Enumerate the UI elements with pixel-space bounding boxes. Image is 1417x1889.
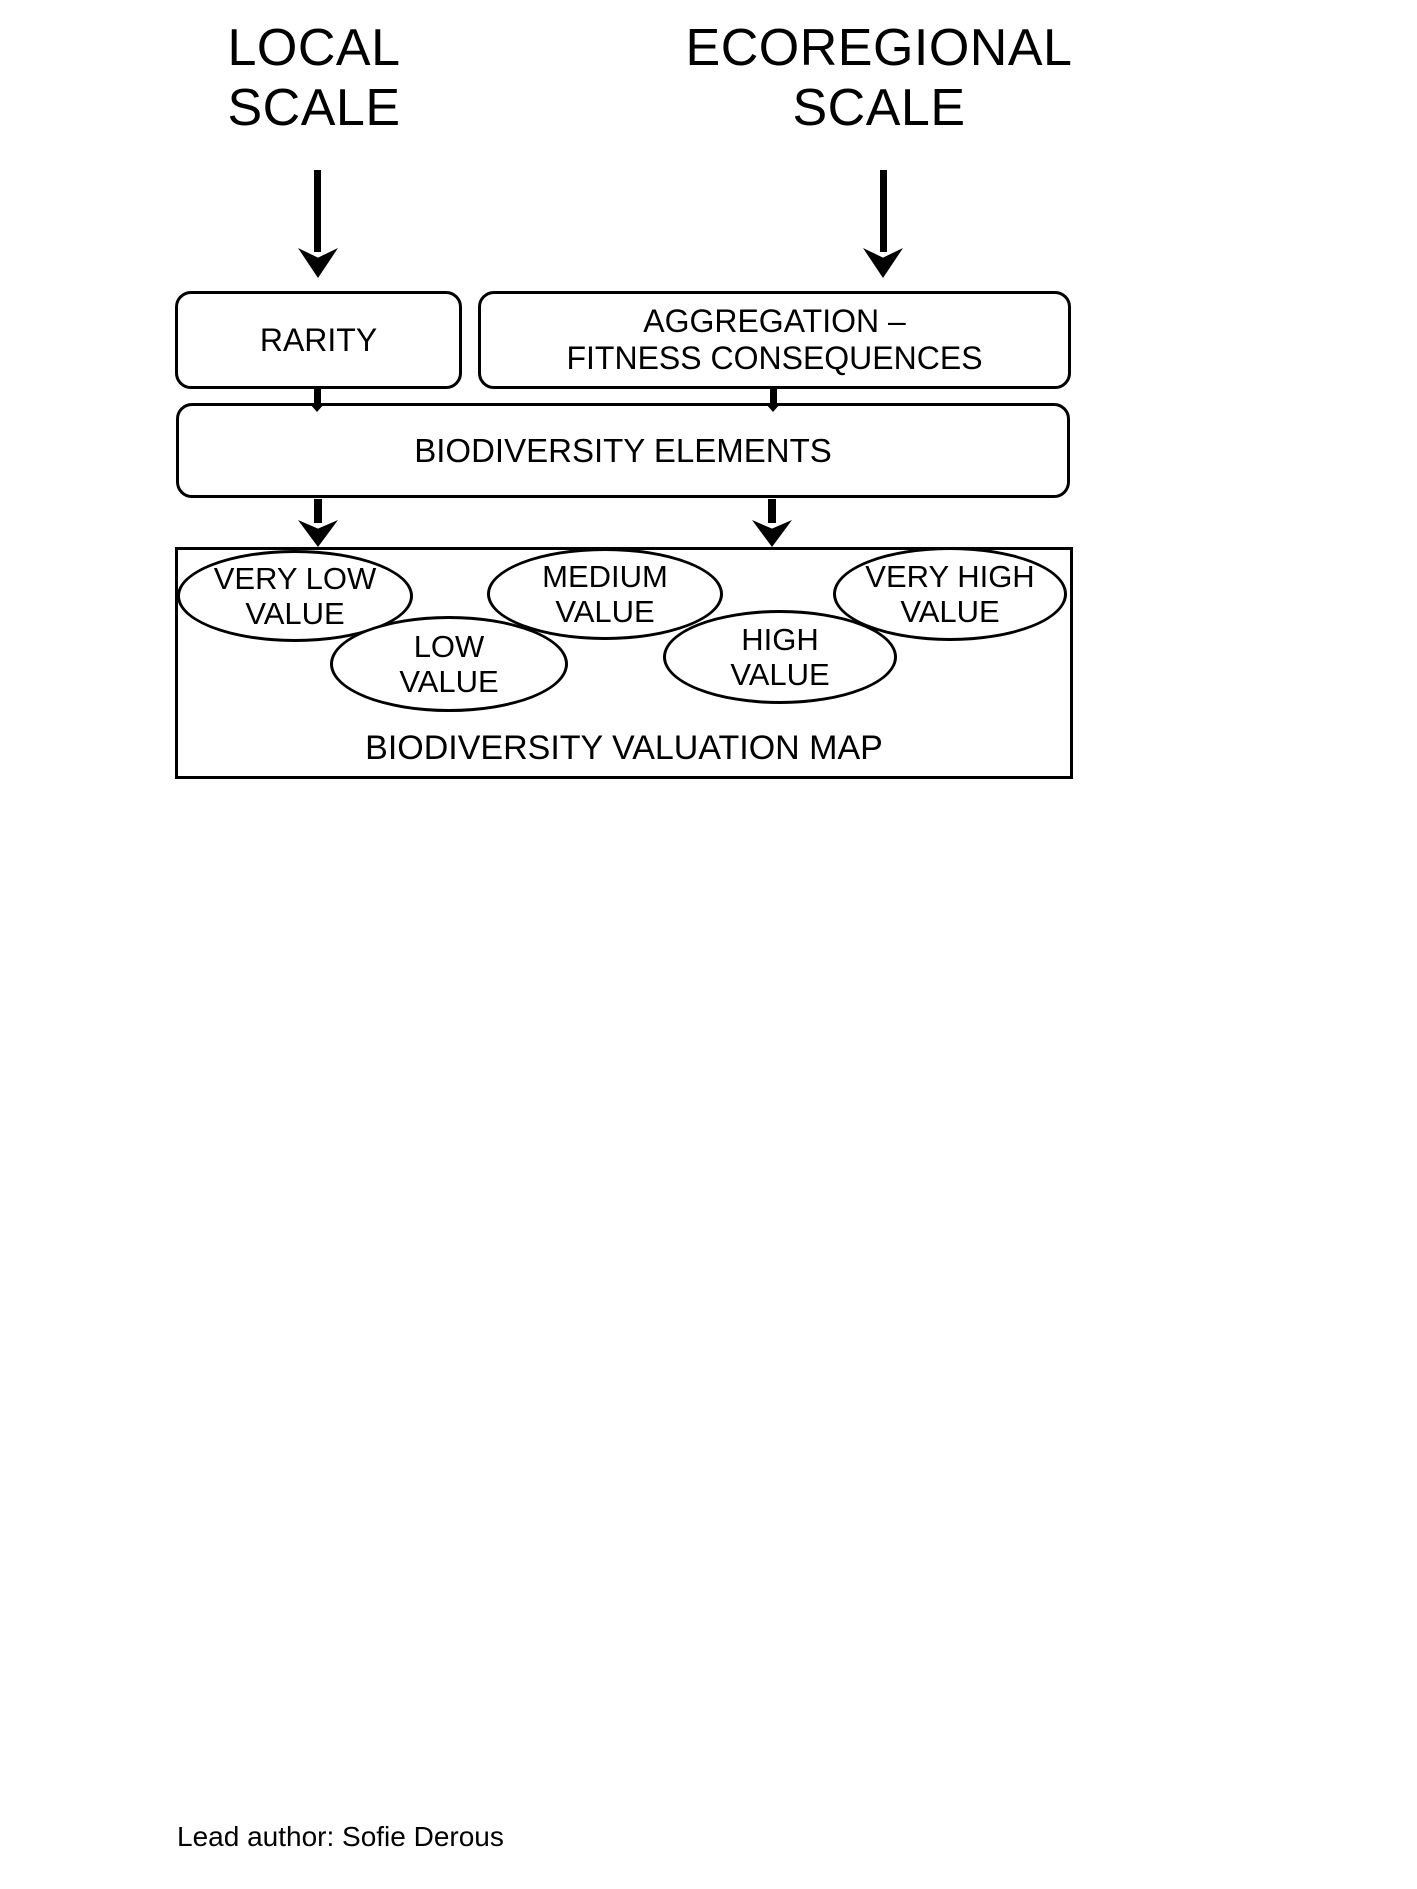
connector-bar	[770, 386, 777, 405]
arrow-shaft	[768, 499, 776, 523]
low-value-line1: LOW	[413, 629, 485, 664]
aggregation-label-line1: AGGREGATION –	[643, 303, 906, 339]
connector-tip	[310, 404, 324, 412]
arrow-head	[863, 248, 903, 278]
very-low-value-line2: VALUE	[245, 596, 345, 631]
ecoregional-scale-line2: SCALE	[792, 79, 966, 137]
arrow-head	[752, 520, 792, 547]
rarity-label: RARITY	[259, 321, 378, 358]
local-scale-line2: SCALE	[227, 79, 401, 137]
medium-value-line1: MEDIUM	[542, 559, 668, 594]
local-scale-heading: LOCAL SCALE	[154, 18, 474, 138]
biodiversity-valuation-map-label: BIODIVERSITY VALUATION MAP	[365, 729, 883, 767]
very-high-value-ellipse: VERY HIGH VALUE	[833, 547, 1067, 641]
arrow-head	[298, 520, 338, 547]
low-value-ellipse: LOW VALUE	[330, 616, 568, 712]
arrow-shaft	[880, 170, 887, 252]
high-value-line2: VALUE	[730, 657, 830, 692]
ecoregional-scale-line1: ECOREGIONAL	[685, 19, 1073, 77]
aggregation-label-line2: FITNESS CONSEQUENCES	[566, 340, 983, 376]
connector-tip	[766, 404, 780, 412]
rarity-box: RARITY	[175, 291, 462, 389]
biodiversity-elements-label: BIODIVERSITY ELEMENTS	[414, 432, 832, 469]
arrow-shaft	[314, 170, 321, 252]
lead-author-credit: Lead author: Sofie Derous	[177, 1821, 504, 1852]
very-low-value-line1: VERY LOW	[213, 561, 377, 596]
aggregation-box: AGGREGATION – FITNESS CONSEQUENCES	[478, 291, 1071, 389]
medium-value-line2: VALUE	[555, 594, 655, 629]
biodiversity-elements-box: BIODIVERSITY ELEMENTS	[176, 403, 1070, 498]
medium-value-ellipse: MEDIUM VALUE	[487, 548, 723, 640]
very-high-value-line2: VALUE	[900, 594, 1000, 629]
local-scale-line1: LOCAL	[227, 19, 401, 77]
connector-bar	[314, 386, 321, 405]
high-value-ellipse: HIGH VALUE	[663, 610, 897, 704]
arrow-shaft	[314, 499, 322, 523]
low-value-line2: VALUE	[399, 664, 499, 699]
high-value-line1: HIGH	[741, 622, 819, 657]
ecoregional-scale-heading: ECOREGIONAL SCALE	[659, 18, 1099, 138]
arrow-head	[298, 248, 338, 278]
very-high-value-line1: VERY HIGH	[865, 559, 1035, 594]
